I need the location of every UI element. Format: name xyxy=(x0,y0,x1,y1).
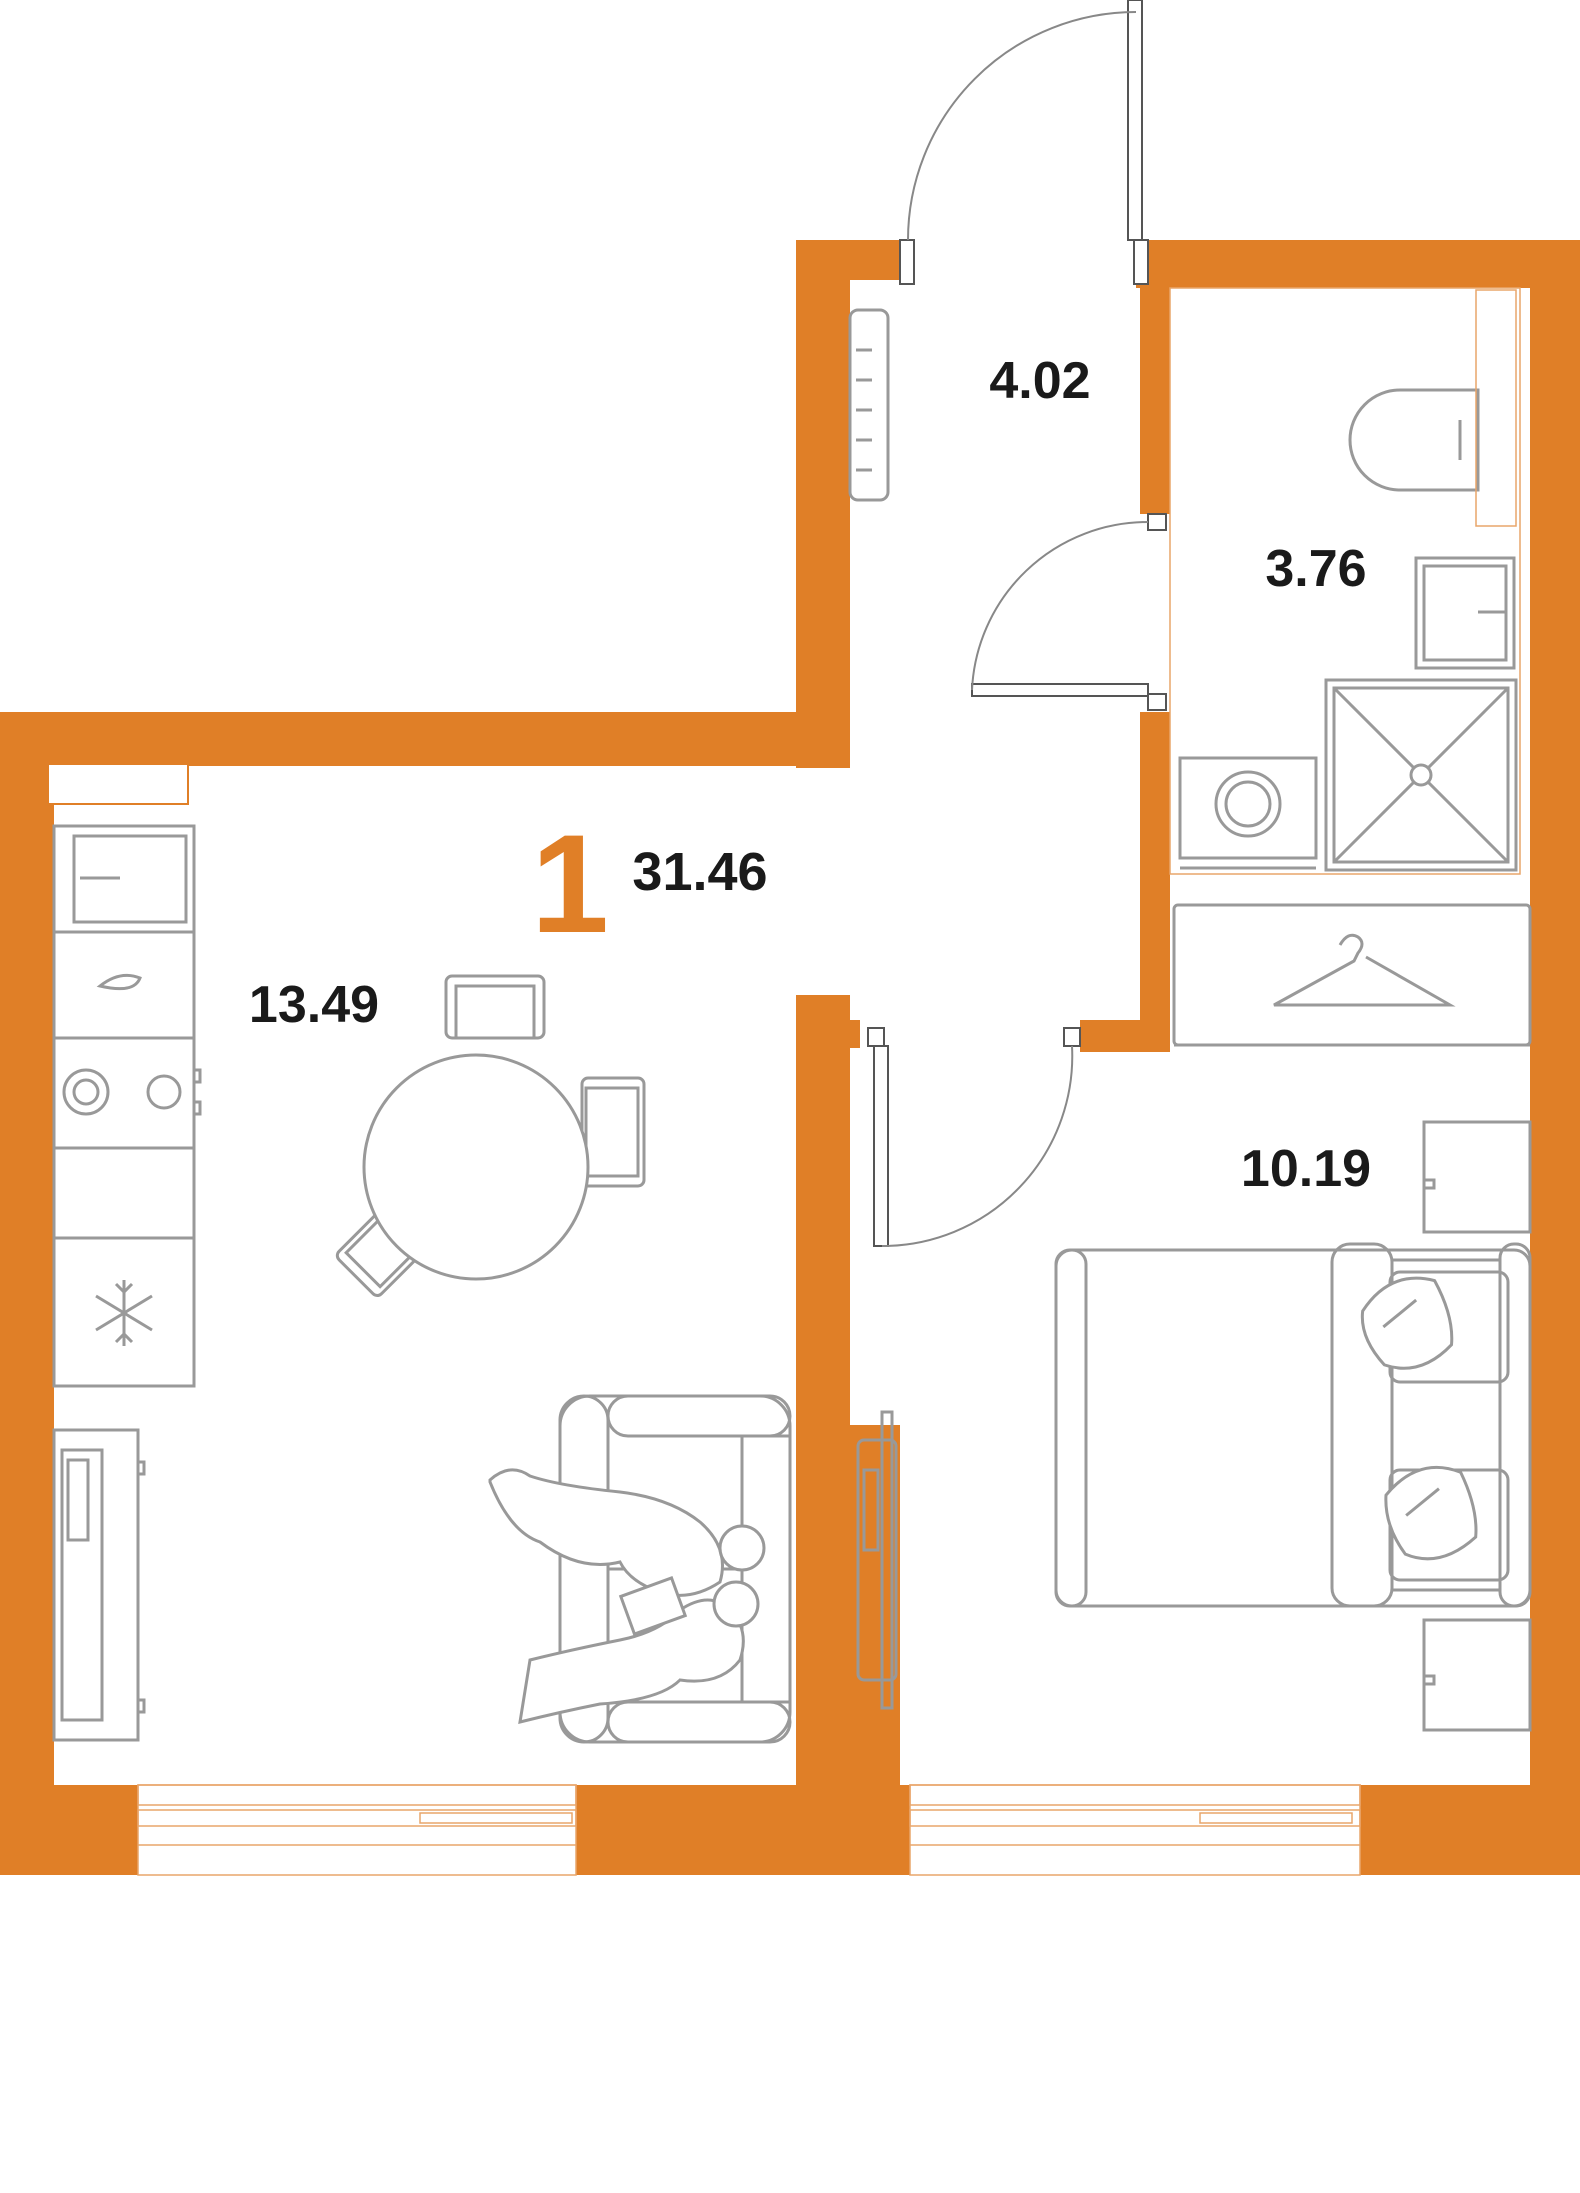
pillow-icon xyxy=(1360,1276,1454,1370)
people-icon xyxy=(488,1468,766,1725)
wall-left xyxy=(0,712,54,1875)
toilet-icon xyxy=(1348,289,1517,527)
window-icon xyxy=(137,1784,577,1876)
wall-partition xyxy=(796,995,850,1875)
wall-bath-left-upper xyxy=(1140,288,1170,514)
walls xyxy=(0,240,1580,1875)
hallway xyxy=(848,308,1532,1047)
wall-living-top xyxy=(0,712,848,766)
wall-notch xyxy=(47,763,189,805)
chair-icon xyxy=(580,1076,646,1188)
doors xyxy=(867,0,1167,1248)
wall-right xyxy=(1530,240,1580,1875)
tv-icon xyxy=(856,1410,898,1710)
shower-icon xyxy=(1324,678,1518,872)
room-area-hallway: 4.02 xyxy=(989,352,1090,410)
fridge-snowflake-icon xyxy=(52,1236,196,1388)
wall-bottom-3 xyxy=(1360,1785,1580,1875)
door-icon xyxy=(899,0,1149,285)
nightstand-icon xyxy=(1422,1120,1532,1234)
door-icon xyxy=(867,1027,1081,1248)
kitchen-living xyxy=(52,824,792,1744)
counter xyxy=(52,1146,196,1240)
washing-machine-icon xyxy=(1178,756,1318,870)
room-area-kitchen-living: 13.49 xyxy=(249,976,379,1034)
windows xyxy=(137,1784,1361,1876)
wall-bottom-2 xyxy=(576,1785,910,1875)
bathroom xyxy=(1169,287,1521,875)
wall-bedroom-top xyxy=(1080,1020,1170,1052)
bedroom xyxy=(856,1120,1532,1732)
kitchen-sink-icon xyxy=(52,824,196,934)
window-icon xyxy=(909,1784,1361,1876)
labels: 4.02 3.76 1 31.46 13.49 10.19 xyxy=(249,352,1371,1198)
wardrobe-hanger-icon xyxy=(1172,903,1532,1047)
door-icon xyxy=(971,513,1167,711)
wall-bottom-1 xyxy=(0,1785,138,1875)
wall-hall-left xyxy=(796,240,850,768)
total-area: 31.46 xyxy=(632,842,767,902)
room-area-bathroom: 3.76 xyxy=(1265,540,1366,598)
dining-table-icon xyxy=(335,974,646,1297)
coat-rack-icon xyxy=(848,308,890,502)
chair-icon xyxy=(444,974,546,1040)
pillow-icon xyxy=(1384,1465,1478,1561)
wall-top-right xyxy=(1136,240,1580,288)
sink-icon xyxy=(1414,556,1516,670)
tv-icon xyxy=(52,1428,146,1742)
wall-hall-top-left xyxy=(796,240,900,280)
bed-icon xyxy=(1054,1242,1532,1608)
rooms-count: 1 xyxy=(531,805,609,962)
cabinet xyxy=(52,930,196,1040)
room-area-bedroom: 10.19 xyxy=(1241,1140,1371,1198)
stove-icon xyxy=(52,1036,202,1150)
nightstand-icon xyxy=(1422,1618,1532,1732)
wall-bath-left-lower xyxy=(1140,712,1170,1052)
